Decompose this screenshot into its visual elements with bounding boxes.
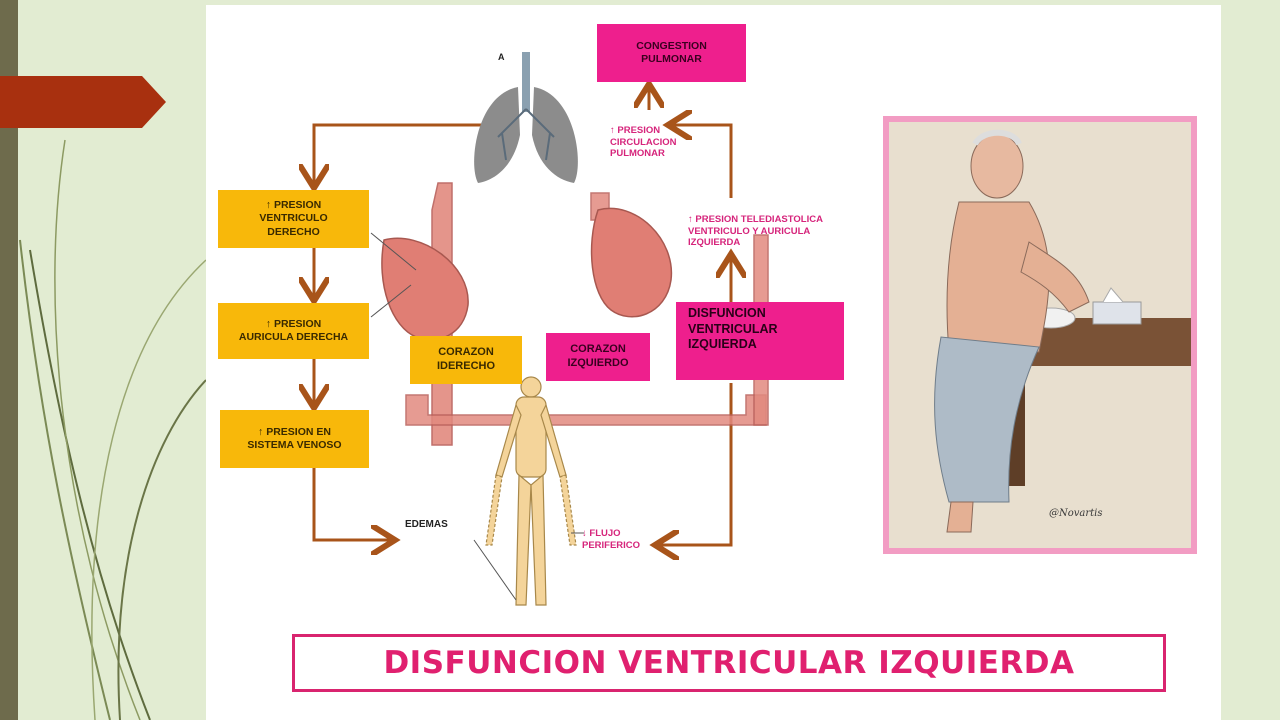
box-line: CONGESTION — [636, 39, 707, 52]
right-heart-illustration — [381, 237, 469, 341]
box-line: CORAZON — [570, 343, 626, 356]
box-line: SISTEMA VENOSO — [247, 439, 342, 451]
label-line: PERIFERICO — [582, 539, 641, 551]
box-presion-auricula-derecha: ↑ PRESION AURICULA DERECHA — [218, 303, 369, 359]
left-heart-illustration — [590, 207, 673, 318]
box-line: CORAZON — [438, 346, 494, 359]
box-line: ↑ PRESION — [265, 317, 322, 330]
box-disfuncion-ventricular: DISFUNCION VENTRICULAR IZQUIERDA — [676, 302, 844, 380]
label-edemas: EDEMAS — [405, 519, 448, 530]
patient-portrait: @Novartis — [889, 122, 1191, 548]
box-line: IZQUIERDA — [688, 337, 757, 352]
red-pentagon-tab — [0, 76, 166, 128]
label-line: VENTRICULO Y AURICULA — [688, 225, 811, 237]
label-flujo-periferico: ↓ FLUJO PERIFERICO — [582, 528, 640, 551]
box-line: ↑ PRESION EN — [258, 425, 331, 438]
box-line: PULMONAR — [641, 53, 702, 65]
arrow-lungs-to-right-ventricle — [314, 123, 506, 185]
box-congestion-pulmonar: CONGESTION PULMONAR — [597, 24, 746, 82]
arrow-venous-to-edemas — [312, 468, 392, 540]
box-line: ↑ PRESION — [265, 199, 322, 212]
slide-title: DISFUNCION VENTRICULAR IZQUIERDA — [383, 645, 1075, 681]
label-presion-telediastolica: ↑ PRESION TELEDIASTOLICA VENTRICULO Y AU… — [688, 214, 823, 249]
box-corazon-derecho: CORAZON IDERECHO — [410, 336, 522, 384]
flow-arrows — [314, 87, 731, 545]
label-line: CIRCULACION — [610, 136, 677, 148]
slide-title-box: DISFUNCION VENTRICULAR IZQUIERDA — [292, 634, 1166, 692]
edemas-pointer-line — [473, 539, 517, 601]
orthopnea-patient-illustration — [889, 122, 1191, 548]
arrow-telediastolic-to-circulation — [671, 125, 733, 198]
arrow-disfuncion-to-flujo — [658, 383, 733, 545]
label-line: ↑ PRESION TELEDIASTOLICA — [688, 214, 823, 225]
label-lung-marker: A — [498, 52, 505, 62]
box-line: AURICULA DERECHA — [238, 331, 349, 343]
lungs-illustration — [474, 52, 578, 183]
box-line: VENTRICULO — [259, 212, 328, 225]
box-presion-ventriculo-derecho: ↑ PRESION VENTRICULO DERECHO — [218, 190, 369, 248]
left-accent-bar — [0, 0, 18, 720]
box-presion-sistema-venoso: ↑ PRESION EN SISTEMA VENOSO — [220, 410, 369, 468]
man-illustration — [934, 129, 1090, 533]
box-line: IDERECHO — [436, 360, 496, 372]
novartis-signature: @Novartis — [1049, 508, 1103, 519]
box-line: DERECHO — [267, 225, 320, 238]
right-heart-pointer-line — [370, 232, 417, 271]
ra-pointer-line — [370, 284, 412, 318]
label-presion-circulacion: ↑ PRESION CIRCULACION PULMONAR — [610, 125, 677, 160]
human-figure — [485, 376, 577, 606]
label-line: ↓ FLUJO — [582, 528, 621, 539]
box-line: IZQUIERDO — [567, 357, 629, 369]
box-corazon-izquierdo: CORAZON IZQUIERDO — [546, 333, 650, 381]
box-line: DISFUNCION — [688, 306, 766, 320]
patient-portrait-frame: @Novartis — [883, 116, 1197, 554]
label-line: IZQUIERDA — [688, 237, 741, 249]
label-line: ↑ PRESION — [610, 125, 661, 136]
box-line: VENTRICULAR — [688, 321, 778, 336]
label-line: PULMONAR — [610, 148, 665, 160]
